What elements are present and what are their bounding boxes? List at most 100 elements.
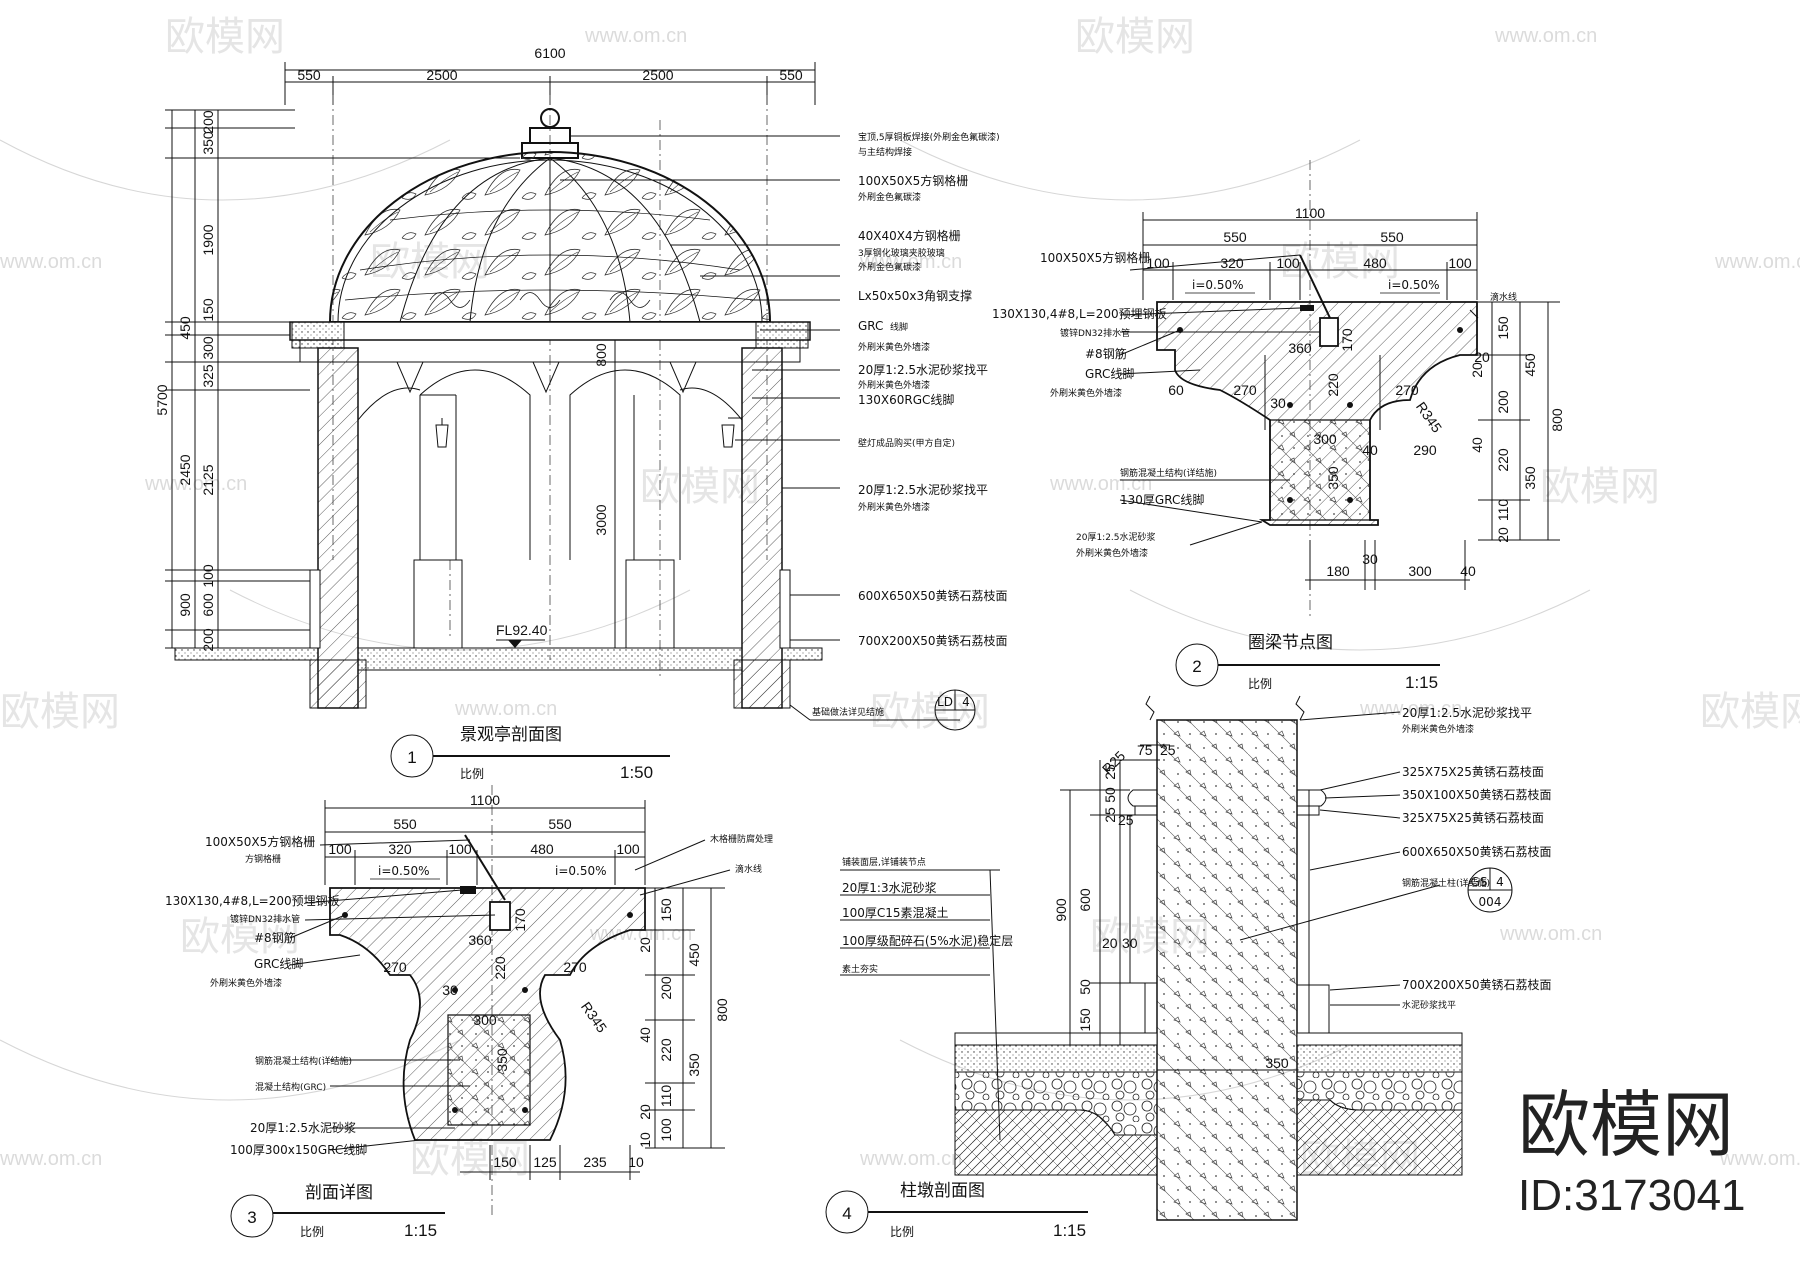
note: 壁灯成品购买(甲方自定) [858, 437, 955, 449]
note: 700X200X50黄锈石荔枝面 [858, 633, 1008, 648]
watermark-logo: 欧模网 [1700, 689, 1800, 735]
svg-text:25: 25 [1102, 764, 1118, 780]
svg-text:#8钢筋: #8钢筋 [254, 930, 296, 945]
svg-text:10: 10 [637, 1132, 653, 1148]
dim-label: 2450 [177, 454, 193, 485]
arches [357, 361, 743, 649]
drawing-3-title: 3 剖面详图 比例 1:15 [230, 1183, 445, 1240]
svg-text:20: 20 [1469, 362, 1485, 378]
svg-text:170: 170 [512, 908, 528, 932]
watermark-url: www.om.cn [454, 698, 557, 720]
svg-text:圈梁节点图: 圈梁节点图 [1248, 633, 1333, 653]
dim-label: 450 [177, 316, 193, 340]
svg-text:200: 200 [1495, 390, 1511, 414]
svg-text:滴水线: 滴水线 [735, 863, 762, 875]
svg-text:R345: R345 [578, 999, 610, 1036]
svg-text:1:50: 1:50 [620, 763, 653, 782]
dim-label: 300 [200, 336, 216, 360]
dim-label: 480 [1363, 255, 1387, 271]
svg-text:4: 4 [842, 1204, 851, 1223]
svg-text:20: 20 [1474, 349, 1490, 365]
svg-text:800: 800 [1549, 408, 1565, 432]
svg-text:25: 25 [1160, 742, 1176, 758]
svg-text:比例: 比例 [1248, 677, 1272, 691]
svg-text:200: 200 [658, 976, 674, 1000]
drain-pipe-icon [489, 901, 511, 931]
svg-text:350: 350 [686, 1053, 702, 1077]
svg-text:270: 270 [383, 959, 407, 975]
svg-text:木格栅防腐处理: 木格栅防腐处理 [710, 833, 773, 845]
svg-text:170: 170 [1339, 328, 1355, 352]
watermark-url: www.om.cn [1494, 25, 1597, 47]
svg-text:130厚GRC线脚: 130厚GRC线脚 [1120, 492, 1204, 507]
svg-text:1100: 1100 [470, 792, 500, 808]
note: 20厚1:2.5水泥砂浆找平 [858, 362, 988, 377]
svg-text:混凝土结构(GRC): 混凝土结构(GRC) [255, 1081, 326, 1093]
svg-text:270: 270 [1233, 382, 1257, 398]
watermark-logo: 欧模网 [870, 689, 990, 735]
svg-text:100X50X5方钢格栅: 100X50X5方钢格栅 [1040, 250, 1150, 265]
svg-text:50: 50 [1077, 979, 1093, 995]
svg-text:景观亭剖面图: 景观亭剖面图 [460, 725, 562, 745]
svg-text:450: 450 [1522, 353, 1538, 377]
dim-label: 320 [1220, 255, 1244, 271]
svg-text:100X50X5方钢格栅: 100X50X5方钢格栅 [205, 834, 315, 849]
brand-name: 欧模网 [1518, 1083, 1734, 1167]
svg-text:300: 300 [1408, 563, 1432, 579]
svg-text:比例: 比例 [890, 1225, 914, 1239]
svg-text:550: 550 [393, 816, 417, 832]
svg-text:外刷米黄色外墙漆: 外刷米黄色外墙漆 [210, 977, 282, 989]
watermark-logo: 欧模网 [1075, 14, 1195, 60]
dim-label: 150 [200, 298, 216, 322]
dim-label: 200 [200, 628, 216, 652]
pavilion-columns [309, 347, 791, 709]
note: 与主结构焊接 [858, 146, 912, 158]
svg-text:铺装面层,详铺装节点: 铺装面层,详铺装节点 [842, 856, 926, 868]
svg-text:钢筋混凝土结构(详结施): 钢筋混凝土结构(详结施) [1120, 467, 1217, 479]
svg-text:30: 30 [442, 982, 458, 998]
dim-label: 2500 [426, 67, 457, 83]
svg-text:480: 480 [530, 841, 554, 857]
svg-text:外刷米黄色外墙漆: 外刷米黄色外墙漆 [1050, 387, 1122, 399]
svg-text:110: 110 [1495, 499, 1511, 522]
slope-label: i=0.50% [1388, 278, 1440, 292]
dim-label: 350 [200, 131, 216, 155]
svg-text:素土夯实: 素土夯实 [842, 963, 878, 975]
dim-label: 2125 [200, 464, 216, 495]
dim-total-width: 6100 [534, 45, 565, 61]
dim-label: 550 [1223, 229, 1247, 245]
svg-text:R345: R345 [1413, 399, 1445, 436]
watermark-url: www.om.cn [1719, 1148, 1800, 1170]
dim-label: 2500 [642, 67, 673, 83]
dim-label: 900 [177, 593, 193, 617]
dim-label: 100 [1276, 255, 1300, 271]
level-marker-icon [508, 640, 522, 648]
svg-text:#8钢筋: #8钢筋 [1085, 346, 1127, 361]
svg-text:180: 180 [1326, 563, 1350, 579]
svg-text:剖面详图: 剖面详图 [305, 1183, 373, 1203]
svg-text:GRC线脚: GRC线脚 [1085, 366, 1134, 381]
svg-text:350X100X50黄锈石荔枝面: 350X100X50黄锈石荔枝面 [1402, 787, 1552, 802]
watermark-logo: 欧模网 [410, 1136, 530, 1182]
drawing-2-ring-beam-node: 1100 550 550 100 320 100 480 100 i=0.50%… [992, 160, 1565, 692]
svg-text:GRC线脚: GRC线脚 [254, 956, 303, 971]
drawing-3-section-detail: 1100 550 550 100 320 100 480 100 i=0.50%… [165, 785, 773, 1240]
svg-text:350: 350 [494, 1048, 510, 1072]
svg-text:325X75X25黄锈石荔枝面: 325X75X25黄锈石荔枝面 [1402, 764, 1544, 779]
watermark-url: www.om.cn [859, 251, 962, 273]
svg-text:20厚1:2.5水泥砂浆找平: 20厚1:2.5水泥砂浆找平 [1402, 705, 1532, 720]
dim-label: 3000 [593, 504, 609, 535]
svg-text:800: 800 [714, 998, 730, 1022]
dim-label: 550 [779, 67, 803, 83]
svg-text:4: 4 [962, 695, 970, 709]
svg-text:30: 30 [1270, 395, 1286, 411]
svg-text:150: 150 [1077, 1008, 1093, 1032]
svg-text:350: 350 [1522, 466, 1538, 490]
note: 600X650X50黄锈石荔枝面 [858, 588, 1008, 603]
svg-text:900: 900 [1053, 898, 1069, 922]
svg-text:水泥砂浆找平: 水泥砂浆找平 [1402, 999, 1456, 1011]
svg-text:LD: LD [937, 695, 953, 709]
svg-text:130X130,4#8,L=200预埋钢板: 130X130,4#8,L=200预埋钢板 [992, 307, 1167, 321]
svg-text:外刷米黄色外墙漆: 外刷米黄色外墙漆 [1402, 723, 1474, 735]
